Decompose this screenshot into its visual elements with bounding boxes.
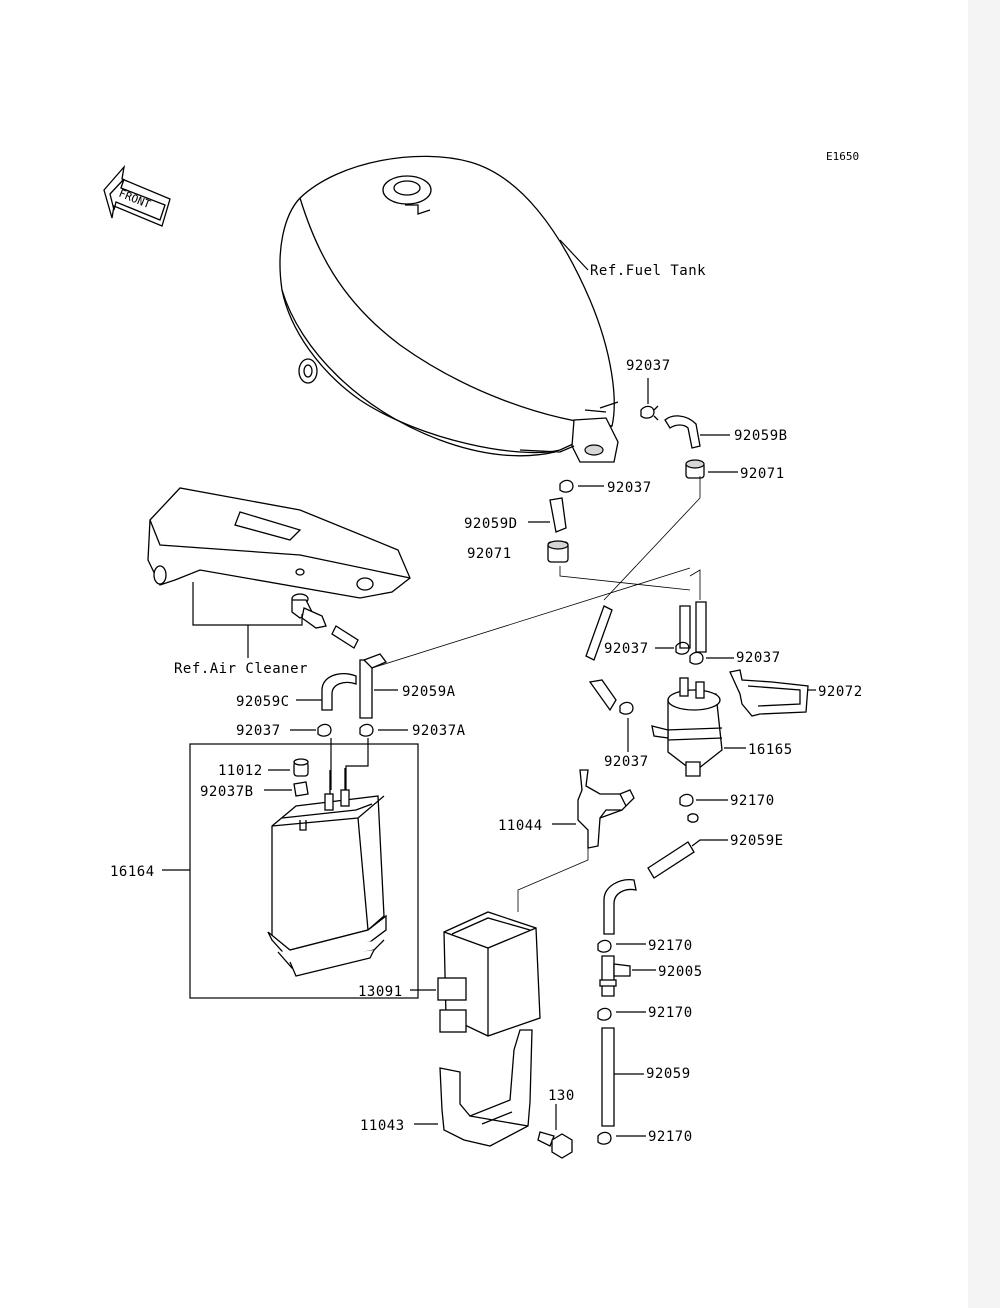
hose-92059E <box>603 841 695 935</box>
bracket-11043 <box>439 1029 533 1147</box>
canister-16164 <box>267 768 387 977</box>
clamp-92037-mid <box>559 479 574 493</box>
callout-11044: 11044 <box>498 818 543 834</box>
clamp-92170-b <box>597 939 612 953</box>
cap-11012 <box>293 758 309 777</box>
callout-92059E: 92059E <box>730 833 784 849</box>
hose-92059 <box>601 1027 615 1127</box>
clamp-92037A <box>359 723 374 737</box>
joint-92005 <box>599 955 631 997</box>
hose-long-left <box>585 605 617 712</box>
callout-92037-top: 92037 <box>626 358 671 374</box>
callout-92059: 92059 <box>646 1066 691 1082</box>
callout-92037-d: 92037 <box>736 650 781 666</box>
callout-92059D: 92059D <box>464 516 518 532</box>
bolt-130 <box>537 1131 573 1159</box>
separator-16165 <box>651 677 723 777</box>
clamp-92170-c <box>597 1007 612 1021</box>
ref-air-cleaner-label: Ref.Air Cleaner <box>174 661 308 677</box>
hose-92059B <box>664 415 701 449</box>
callout-92059C: 92059C <box>236 694 290 710</box>
callout-92072: 92072 <box>818 684 863 700</box>
callout-92170-b: 92170 <box>648 938 693 954</box>
grommet-92071-right <box>685 459 705 479</box>
callout-11043: 11043 <box>360 1118 405 1134</box>
callout-16164: 16164 <box>110 864 155 880</box>
bracket-11044 <box>577 769 635 849</box>
clamp-92037-e <box>317 723 332 737</box>
callout-92037-f: 92037 <box>604 754 649 770</box>
callout-92059A: 92059A <box>402 684 456 700</box>
clamp-92037-d <box>689 651 704 665</box>
callout-16165: 16165 <box>748 742 793 758</box>
page-edge-strip <box>968 0 1000 1308</box>
hose-92059D <box>549 497 567 533</box>
callout-92005: 92005 <box>658 964 703 980</box>
callout-92037-c: 92037 <box>604 641 649 657</box>
callout-92037A: 92037A <box>412 723 466 739</box>
fuel-tank <box>279 155 619 463</box>
clamp-92170-d <box>597 1131 612 1145</box>
hose-92059C <box>321 625 359 711</box>
callout-92037-e: 92037 <box>236 723 281 739</box>
callout-92059B: 92059B <box>734 428 788 444</box>
air-cleaner-housing <box>147 487 411 629</box>
callout-92037B: 92037B <box>200 784 254 800</box>
clamp-92037-f <box>619 701 634 715</box>
callout-11012: 11012 <box>218 763 263 779</box>
callout-92071-left: 92071 <box>467 546 512 562</box>
diagram-code: E1650 <box>826 150 859 163</box>
callout-130: 130 <box>548 1088 575 1104</box>
callout-92170-d: 92170 <box>648 1129 693 1145</box>
callout-92037-mid: 92037 <box>607 480 652 496</box>
front-arrow-icon: FRONT <box>103 164 171 227</box>
bracket-92072 <box>729 669 809 717</box>
clamp-92037B <box>293 781 309 797</box>
callout-92170-a: 92170 <box>730 793 775 809</box>
canister-group-frame <box>189 743 419 999</box>
clamp-92037-c <box>675 641 690 655</box>
case-13091 <box>437 911 541 1037</box>
hose-separator-in <box>679 601 707 653</box>
callout-13091: 13091 <box>358 984 403 1000</box>
clamp-92170-a <box>679 793 699 823</box>
hose-92059A <box>359 653 388 719</box>
grommet-92071-left <box>547 540 569 563</box>
callout-92071-right: 92071 <box>740 466 785 482</box>
callout-92170-c: 92170 <box>648 1005 693 1021</box>
clamp-92037-top <box>640 405 659 421</box>
ref-fuel-tank-label: Ref.Fuel Tank <box>590 263 706 279</box>
